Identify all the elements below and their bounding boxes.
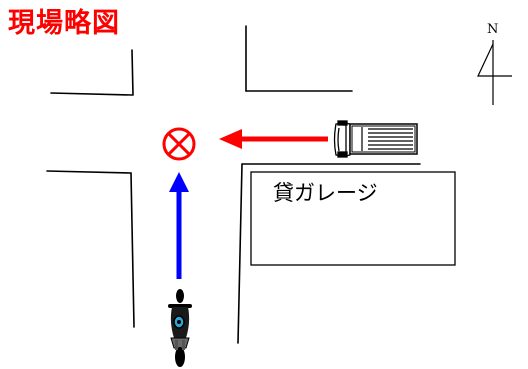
garage-label: 貸ガレージ xyxy=(273,181,378,205)
road-edge-sw-vertical xyxy=(130,172,135,328)
truck-icon xyxy=(333,120,418,158)
circled-x-icon xyxy=(162,127,196,161)
road-edge-se-vertical xyxy=(237,163,243,344)
road-edge-sw-horizontal xyxy=(46,170,132,174)
motorcycle-icon xyxy=(168,289,192,367)
garage-box xyxy=(250,171,456,266)
motorcycle-path-arrow xyxy=(169,172,189,279)
road-edge-nw-horizontal xyxy=(50,92,133,96)
truck-path-arrow xyxy=(219,129,328,149)
north-label: N xyxy=(487,22,499,37)
page-title: 現場略図 xyxy=(8,8,120,39)
north-arrow-icon xyxy=(477,40,512,105)
road-lines xyxy=(46,25,421,344)
road-edge-nw-vertical xyxy=(131,49,134,96)
